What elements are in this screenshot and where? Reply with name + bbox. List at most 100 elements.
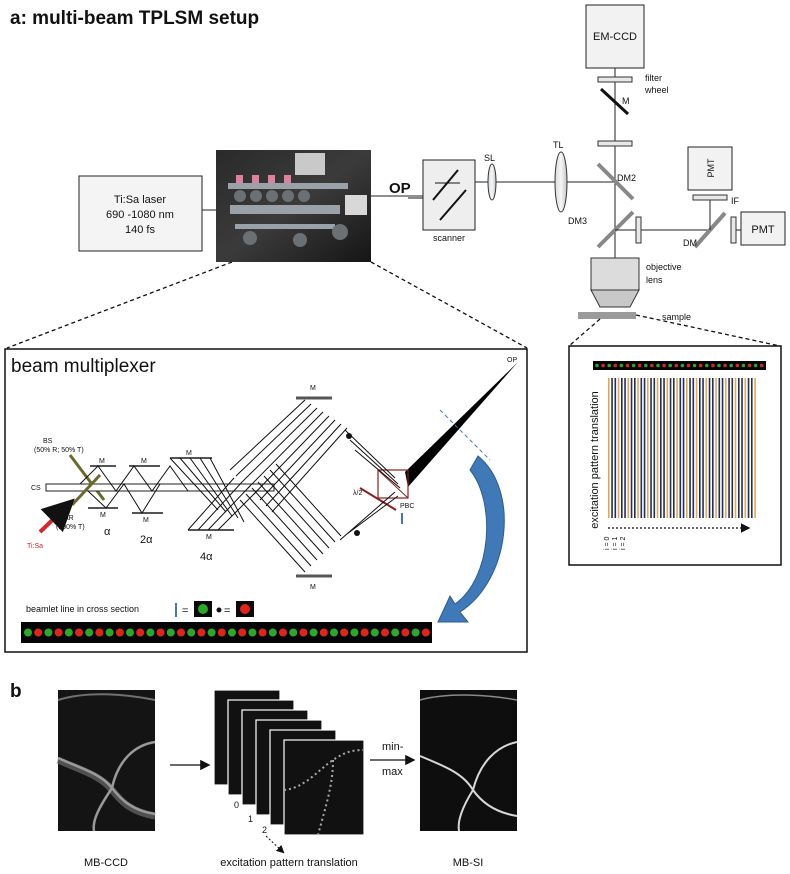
- beamlet-dot: [177, 628, 185, 637]
- pattern-stripe: [738, 378, 740, 518]
- top-strip-dot: [686, 363, 691, 368]
- pattern-stripe: [686, 378, 688, 518]
- m-label-4: M: [100, 512, 106, 519]
- optical-bench-photo: [216, 150, 371, 262]
- pattern-stripe: [663, 378, 665, 518]
- panel-a-title: a: multi-beam TPLSM setup: [10, 8, 259, 29]
- pattern-stripe: [715, 378, 717, 518]
- excitation-stripes: [608, 378, 756, 518]
- beamlet-dot: [279, 628, 287, 637]
- zoom-line-right: [370, 261, 528, 349]
- mb-ccd-image: [56, 690, 156, 832]
- beamlet-dot: [34, 628, 43, 637]
- beam-fan: [405, 362, 518, 487]
- filter-label: filter: [645, 73, 662, 83]
- top-strip-dot: [607, 363, 611, 368]
- sample-label: sample: [662, 312, 691, 322]
- top-strip-dot: [650, 363, 654, 368]
- four-alpha-label: 4α: [200, 551, 213, 563]
- pmt-top-label: PMT: [706, 158, 716, 178]
- top-strip-dot: [619, 363, 624, 368]
- top-strip-dot: [680, 363, 685, 368]
- beamlet-dot: [105, 628, 114, 637]
- dm2-mirror: [596, 162, 635, 201]
- pattern-stripe: [660, 378, 662, 518]
- minmax-label-1: min-: [382, 741, 404, 753]
- laser-box: Ti:Sa laser 690 -1080 nm 140 fs: [78, 175, 203, 252]
- scanner: scanner: [422, 159, 476, 243]
- ar-plate: [70, 473, 102, 507]
- pattern-stripe: [643, 378, 646, 518]
- beamlet-dot: [411, 628, 420, 637]
- pbc-label: PBC: [400, 503, 414, 510]
- top-strip-dot: [741, 363, 746, 368]
- mirror-bottom-label: M: [310, 584, 316, 591]
- pattern-stripe: [728, 378, 730, 518]
- lambda2-label: λ/2: [353, 490, 362, 497]
- tl-label: TL: [553, 140, 564, 150]
- top-strip-dot: [644, 363, 648, 368]
- top-strip-dot: [668, 363, 672, 368]
- pattern-stripe: [621, 378, 623, 518]
- pattern-stripe: [754, 378, 756, 518]
- pattern-stripe: [647, 378, 649, 518]
- top-strip-dot: [711, 363, 715, 368]
- beamlet-dot: [268, 628, 277, 637]
- step-i2: i = 2: [620, 536, 627, 550]
- tube-lens: TL: [553, 140, 568, 213]
- beamlet-dot: [238, 628, 247, 637]
- beamlet-dot: [340, 628, 349, 637]
- pattern-stripe: [708, 378, 711, 518]
- beamlet-dot: [391, 628, 400, 637]
- multiplexer-frame: [4, 348, 528, 653]
- excitation-label: excitation pattern translation: [589, 391, 601, 529]
- beamlet-dot: [421, 628, 430, 637]
- lens-label: lens: [646, 275, 663, 285]
- beamlet-dot: [166, 628, 175, 637]
- beamlet-dot: [95, 628, 104, 637]
- filter-wheel: [597, 76, 633, 83]
- zoom-sample-left: [568, 318, 601, 347]
- m-label-3: M: [186, 450, 192, 457]
- legend-equals-1: =: [182, 605, 188, 617]
- pattern-stripe: [744, 378, 747, 518]
- pattern-stripe: [747, 378, 750, 518]
- beamlet-dot: [381, 628, 389, 637]
- pattern-stripe: [676, 378, 678, 518]
- m-label-6: M: [206, 534, 212, 541]
- top-strip-dot: [705, 363, 709, 368]
- top-strip-dot: [735, 363, 740, 368]
- dm2-label: DM2: [617, 173, 636, 183]
- beamlet-dot: [319, 628, 328, 637]
- pattern-stripe: [614, 378, 617, 518]
- beamlet-dot: [370, 628, 379, 637]
- top-strip-dot: [692, 363, 697, 368]
- fan-dash: [439, 409, 491, 461]
- filter-upper: [597, 140, 633, 147]
- top-strip-dot: [759, 363, 764, 368]
- filter-if: [730, 216, 737, 244]
- beamlet-dot: [248, 628, 257, 637]
- scanner-label: scanner: [433, 233, 465, 243]
- em-ccd-label: EM-CCD: [593, 31, 637, 43]
- dm3-label: DM3: [568, 216, 587, 226]
- beamlet-dot: [360, 628, 369, 637]
- laser-name: Ti:Sa laser: [114, 194, 167, 206]
- scan-lens: SL: [484, 153, 497, 201]
- excitation-top-dots: [595, 363, 764, 368]
- beamlet-dot: [24, 628, 32, 637]
- pmt-top: PMT: [687, 146, 733, 191]
- mirror-top-label: M: [310, 385, 316, 392]
- sample: [578, 312, 636, 319]
- top-strip-dot: [717, 363, 721, 368]
- pattern-stripe: [630, 378, 633, 518]
- pattern-stripe: [702, 378, 704, 518]
- stack-dashed-arrow: [265, 835, 285, 854]
- pattern-stripe: [669, 378, 672, 518]
- pattern-stripe: [637, 378, 639, 518]
- top-strip-dot: [662, 363, 666, 368]
- beamlet-dot: [197, 628, 206, 637]
- top-strip-dot: [595, 363, 599, 368]
- zoom-sample-right: [635, 314, 781, 347]
- em-ccd-camera: EM-CCD: [585, 4, 645, 69]
